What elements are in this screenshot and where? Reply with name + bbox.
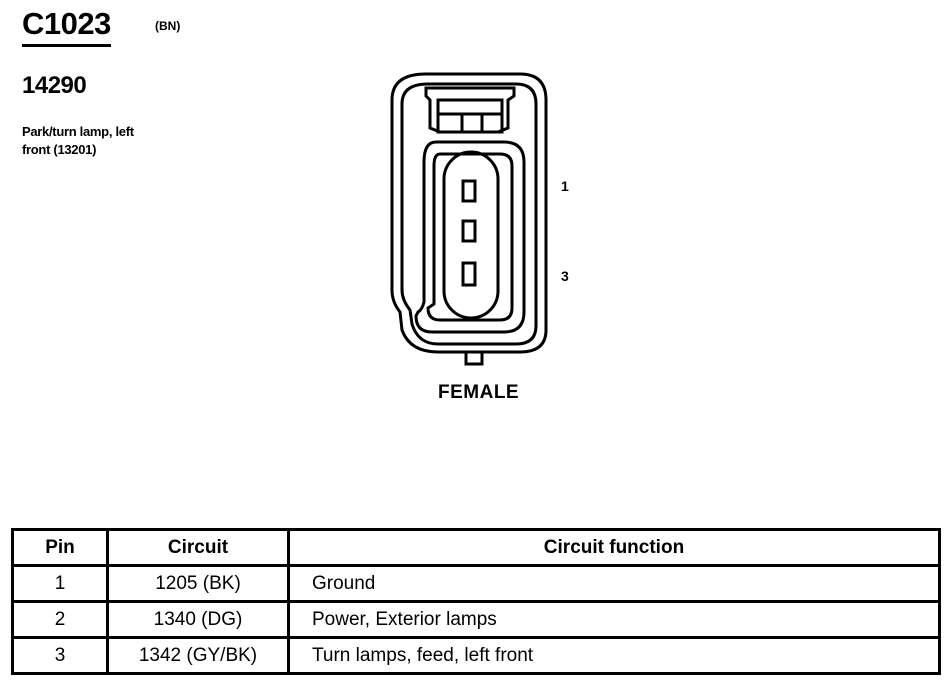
- cavity-outer: [414, 140, 526, 334]
- connector-description: Park/turn lamp, left front (13201): [22, 123, 222, 159]
- locking-tab-cover: [436, 98, 504, 134]
- bottom-key: [464, 350, 484, 366]
- connector-title: C1023: [22, 6, 111, 47]
- cell-function: Power, Exterior lamps: [287, 600, 941, 639]
- cell-function: Turn lamps, feed, left front: [287, 636, 941, 675]
- terminal-pin-1: [461, 179, 477, 203]
- cell-pin: 3: [11, 636, 109, 675]
- description-line-1: Park/turn lamp, left: [22, 124, 134, 139]
- housing-outer: [390, 72, 548, 354]
- header-circuit-function: Circuit function: [287, 528, 941, 567]
- connector-gender-label: FEMALE: [438, 382, 520, 403]
- header-pin: Pin: [11, 528, 109, 567]
- connector-color-code: (BN): [155, 19, 181, 33]
- housing-inner: [400, 82, 538, 346]
- table-row: 2 1340 (DG) Power, Exterior lamps: [11, 600, 941, 639]
- terminal-pin-2: [461, 219, 477, 243]
- cell-pin: 1: [11, 564, 109, 603]
- pin-label-1: 1: [561, 178, 569, 194]
- locking-tab: [424, 86, 516, 134]
- table-row: 3 1342 (GY/BK) Turn lamps, feed, left fr…: [11, 636, 941, 675]
- terminal-pin-3: [461, 261, 477, 287]
- cell-circuit: 1340 (DG): [106, 600, 290, 639]
- table-header-row: Pin Circuit Circuit function: [11, 528, 941, 567]
- header-circuit: Circuit: [106, 528, 290, 567]
- cell-circuit: 1205 (BK): [106, 564, 290, 603]
- table-row: 1 1205 (BK) Ground: [11, 564, 941, 603]
- description-line-2: front (13201): [22, 142, 97, 157]
- cell-pin: 2: [11, 600, 109, 639]
- part-number: 14290: [22, 72, 87, 99]
- cell-function: Ground: [287, 564, 941, 603]
- pinout-table: Pin Circuit Circuit function 1 1205 (BK)…: [11, 528, 941, 675]
- connector-face-diagram: [390, 72, 548, 366]
- cell-circuit: 1342 (GY/BK): [106, 636, 290, 675]
- connector-id: C1023: [22, 6, 111, 47]
- terminal-insert: [442, 150, 500, 320]
- pin-label-3: 3: [561, 268, 569, 284]
- cavity-inner: [426, 152, 514, 322]
